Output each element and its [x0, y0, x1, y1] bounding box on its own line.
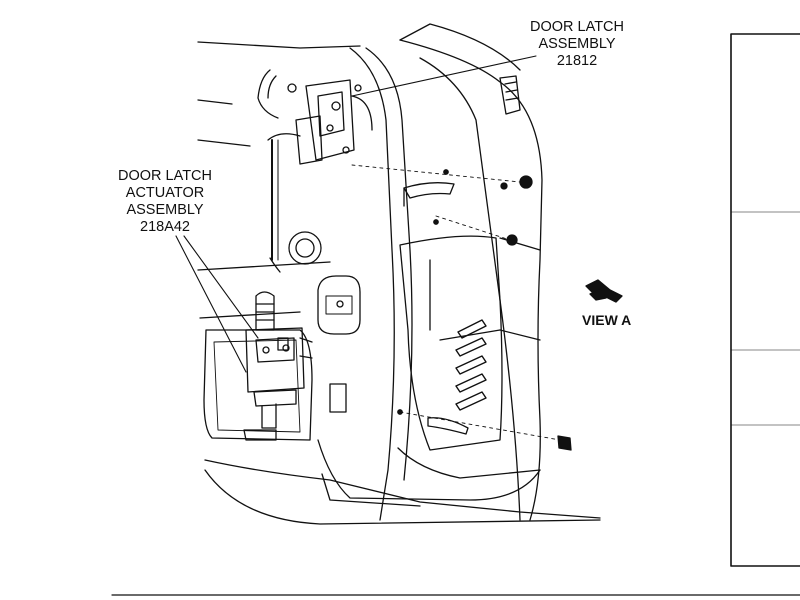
actuator-callout-line3: ASSEMBLY [126, 202, 204, 218]
vent-slots [455, 319, 487, 411]
actuator-cavity [203, 329, 313, 441]
view-a-label: VIEW A [582, 312, 632, 328]
view-a-frame [730, 33, 800, 567]
door-latch-assembly [295, 79, 373, 165]
square-recess-upper [329, 383, 347, 413]
handle-recess [317, 275, 361, 335]
latch-bolts [351, 164, 572, 451]
actuator-rod [257, 69, 301, 273]
door-shell [197, 23, 601, 525]
door-edge-rail [499, 75, 521, 115]
actuator-callout-line1: DOOR LATCH [118, 168, 212, 184]
release-clip [403, 182, 455, 207]
inner-panel [399, 235, 541, 451]
door-latch-part-number: 21812 [556, 53, 598, 69]
access-hole [288, 231, 322, 265]
actuator-callout: DOOR LATCH ACTUATOR ASSEMBLY 218A42 [118, 168, 212, 236]
door-latch-callout-line1: DOOR LATCH [530, 19, 624, 35]
door-latch-callout: DOOR LATCH ASSEMBLY 21812 [530, 19, 624, 70]
door-latch-callout-line2: ASSEMBLY [538, 36, 616, 52]
view-direction-arrow-icon [585, 279, 623, 303]
actuator-part-number: 218A42 [140, 219, 190, 235]
leader-lines [175, 55, 537, 373]
actuator-assembly [243, 291, 313, 441]
actuator-callout-line2: ACTUATOR [125, 185, 205, 201]
